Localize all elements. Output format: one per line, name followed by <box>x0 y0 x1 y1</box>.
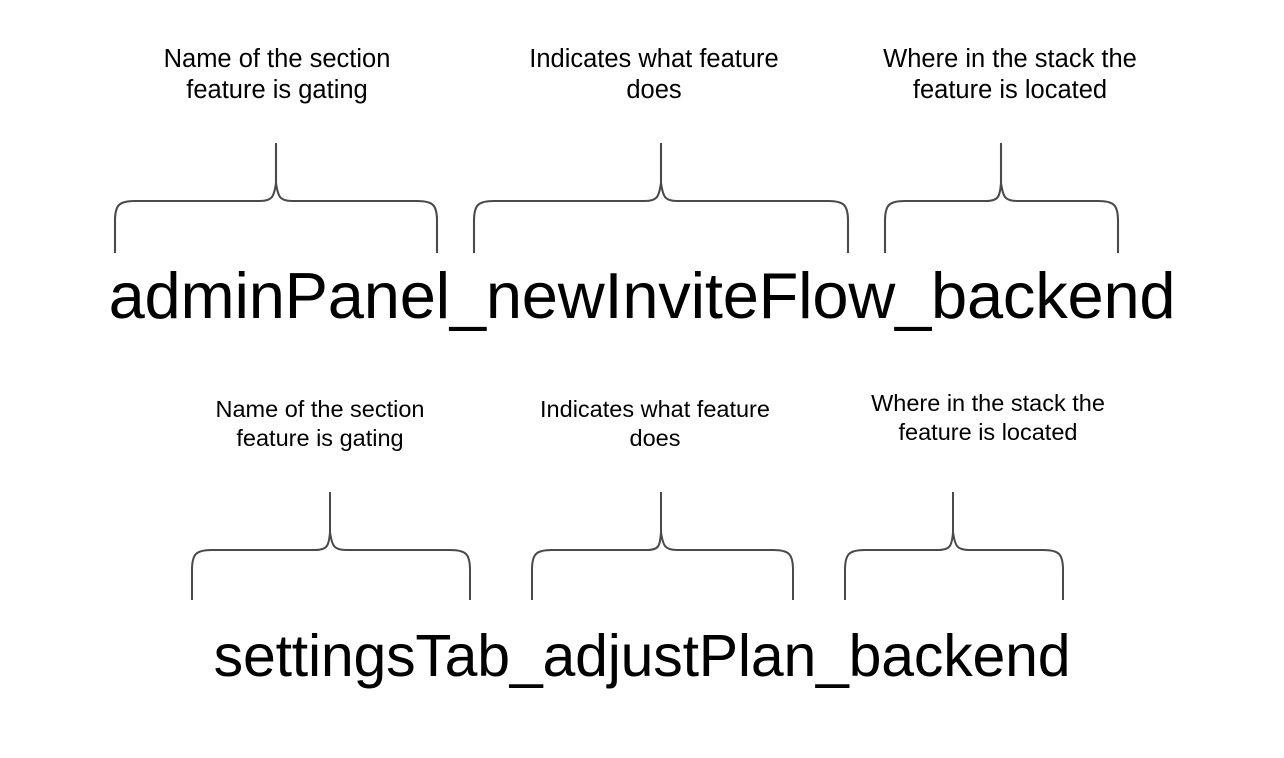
brace-section-name-row2 <box>191 492 471 600</box>
feature-flag-name-row2: settingsTab_adjustPlan_backend <box>213 623 1071 689</box>
brace-feature-action-row2 <box>531 492 794 600</box>
brace-section-name-row1 <box>113 143 439 253</box>
brace-stack-location-row1 <box>883 143 1120 253</box>
brace-feature-action-row1 <box>472 143 850 253</box>
caption-section-name-row2: Name of the section feature is gating <box>215 396 425 451</box>
caption-stack-location-row2: Where in the stack the feature is locate… <box>871 390 1105 445</box>
caption-feature-action-row1: Indicates what feature does <box>529 45 779 105</box>
caption-section-name-row1: Name of the section feature is gating <box>163 45 391 105</box>
caption-feature-action-row2: Indicates what feature does <box>540 396 770 451</box>
feature-flag-name-row1: adminPanel_newInviteFlow_backend <box>108 259 1176 332</box>
caption-stack-location-row1: Where in the stack the feature is locate… <box>883 45 1137 105</box>
brace-stack-location-row2 <box>844 492 1064 600</box>
